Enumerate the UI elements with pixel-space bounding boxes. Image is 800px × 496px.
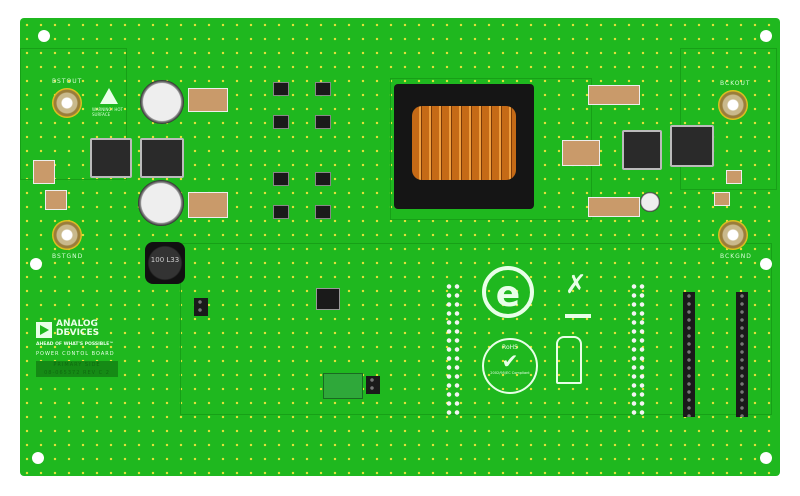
inductor-marking: 100 L33 [150, 256, 180, 264]
ceramic-capacitor [45, 190, 67, 210]
jumper-header[interactable] [366, 376, 380, 394]
ic [315, 82, 331, 96]
ic [273, 115, 289, 129]
copper-pour [180, 243, 772, 415]
board-name: POWER CONTOL BOARD [36, 351, 115, 357]
warning-icon [100, 88, 118, 104]
mount-hole [760, 30, 772, 42]
pin-header-left [445, 282, 453, 417]
china-rohs-icon [556, 336, 582, 384]
ic [273, 82, 289, 96]
pin-header-right [630, 282, 638, 417]
brand-line2: DEVICES [56, 328, 100, 338]
inductor: 100 L33 [145, 242, 185, 284]
pin-header-left [453, 282, 461, 417]
jumper-header[interactable] [194, 298, 208, 316]
ceramic-capacitor [33, 160, 55, 184]
ic [315, 172, 331, 186]
electrolytic-capacitor [140, 80, 184, 124]
capacitor [726, 170, 742, 184]
ic [273, 172, 289, 186]
part-number: 08-065372 REV C 2 [44, 370, 110, 376]
board-id-box: PRIMARY SIDE 08-065372 REV C 2 [36, 361, 118, 377]
mosfet [622, 130, 662, 170]
brand-name: ANALOG DEVICES [56, 320, 99, 338]
rohs-seal: RoHS ✔ 2002/95/EC Compliant [482, 338, 538, 394]
weee-bin-icon: ✗ [565, 270, 587, 300]
capacitor [640, 192, 660, 212]
brand-line1: ANALOG [56, 319, 98, 329]
bstout-terminal[interactable] [52, 88, 82, 118]
mosfet [140, 138, 184, 178]
recycle-e-icon: e [482, 266, 534, 318]
label-bckgnd: BCKGND [720, 253, 752, 260]
mount-hole [760, 452, 772, 464]
mount-hole [32, 452, 44, 464]
copper-pour [680, 48, 777, 190]
rohs-ring-text: 2002/95/EC Compliant [490, 371, 530, 375]
weee-bar [565, 314, 591, 318]
mount-hole [30, 258, 42, 270]
capacitor-bank [188, 192, 228, 218]
mount-hole [760, 258, 772, 270]
warning-text: WARNING! HOT SURFACE [92, 107, 123, 117]
connector-header[interactable] [736, 292, 748, 417]
transformer [394, 84, 534, 209]
copper-pour [20, 48, 127, 180]
controller-ic [316, 288, 340, 310]
connector-header[interactable] [683, 292, 695, 417]
capacitor [562, 140, 600, 166]
terminal-block[interactable] [323, 373, 363, 399]
tagline: AHEAD OF WHAT'S POSSIBLE™ [36, 342, 114, 347]
bstgnd-terminal[interactable] [52, 220, 82, 250]
label-bstout: BSTOUT [52, 78, 83, 85]
capacitor-bank [188, 88, 228, 112]
rohs-label: RoHS [502, 344, 518, 351]
bckgnd-terminal[interactable] [718, 220, 748, 250]
mosfet [90, 138, 132, 178]
checkmark-icon: ✔ [501, 349, 519, 373]
transformer-coil [412, 106, 516, 180]
ic [315, 205, 331, 219]
capacitor-bank [588, 85, 640, 105]
mosfet [670, 125, 714, 167]
board-side: PRIMARY SIDE [53, 362, 101, 368]
label-bckout: BCKOUT [720, 80, 751, 87]
ic [315, 115, 331, 129]
analog-devices-logo-icon [36, 322, 52, 338]
capacitor-bank [588, 197, 640, 217]
electrolytic-capacitor [138, 180, 184, 226]
capacitor [714, 192, 730, 206]
bckout-terminal[interactable] [718, 90, 748, 120]
pin-header-right [638, 282, 646, 417]
ic [273, 205, 289, 219]
mount-hole [38, 30, 50, 42]
label-bstgnd: BSTGND [52, 253, 84, 260]
